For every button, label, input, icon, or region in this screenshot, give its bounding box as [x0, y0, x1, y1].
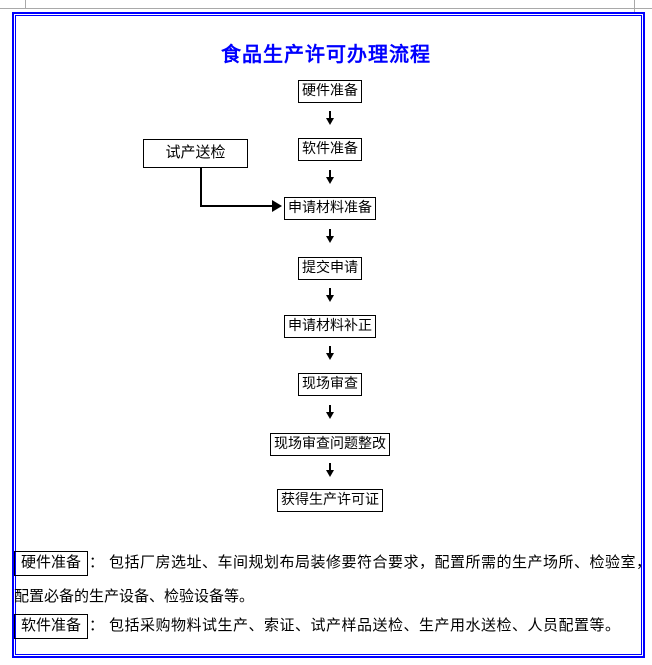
page-margin-tick-left [25, 0, 26, 9]
note-colon: ： [89, 555, 105, 571]
note-text: 包括采购物料试生产、索证、试产样品送检、生产用水送检、人员配置等。 [109, 618, 621, 634]
note-term-software: 软件准备 [14, 613, 89, 639]
arrow-right-icon [272, 200, 282, 212]
flow-step-hardware-prep: 硬件准备 [298, 80, 362, 103]
flow-step-materials-correction: 申请材料补正 [284, 315, 376, 338]
flow-step-software-prep: 软件准备 [298, 138, 362, 161]
flow-step-application-materials-prep: 申请材料准备 [284, 197, 376, 220]
arrow-down-icon [326, 229, 334, 243]
arrow-down-icon [326, 346, 334, 360]
page-border [12, 12, 645, 658]
page-title: 食品生产许可办理流程 [221, 44, 431, 66]
page-margin-line-horizontal [0, 8, 652, 9]
arrow-down-icon [326, 288, 334, 302]
note-colon: ： [89, 618, 105, 634]
note-text: 包括厂房选址、车间规划布局装修要符合要求，配置所需的生产场所、检验室， [109, 555, 652, 571]
connector-line-vertical [200, 168, 202, 206]
flow-step-trial-production-inspection: 试产送检 [143, 139, 248, 168]
note-hardware-line1: 硬件准备：包括厂房选址、车间规划布局装修要符合要求，配置所需的生产场所、检验室， [14, 550, 651, 576]
flow-step-obtain-license: 获得生产许可证 [277, 489, 383, 512]
flow-step-submit-application: 提交申请 [298, 257, 362, 280]
flow-step-onsite-review-rectification: 现场审查问题整改 [270, 433, 390, 456]
page-margin-tick-right [634, 0, 635, 14]
arrow-down-icon [326, 463, 334, 477]
page-border-inner [15, 15, 642, 655]
note-software-line1: 软件准备：包括采购物料试生产、索证、试产样品送检、生产用水送检、人员配置等。 [14, 613, 642, 639]
arrow-down-icon [326, 405, 334, 419]
arrow-down-icon [326, 111, 334, 125]
note-hardware-line2: 配置必备的生产设备、检验设备等。 [14, 589, 255, 605]
connector-line-horizontal [200, 205, 273, 207]
flow-step-onsite-review: 现场审查 [298, 373, 362, 396]
arrow-down-icon [326, 170, 334, 184]
note-term-hardware: 硬件准备 [14, 550, 89, 576]
